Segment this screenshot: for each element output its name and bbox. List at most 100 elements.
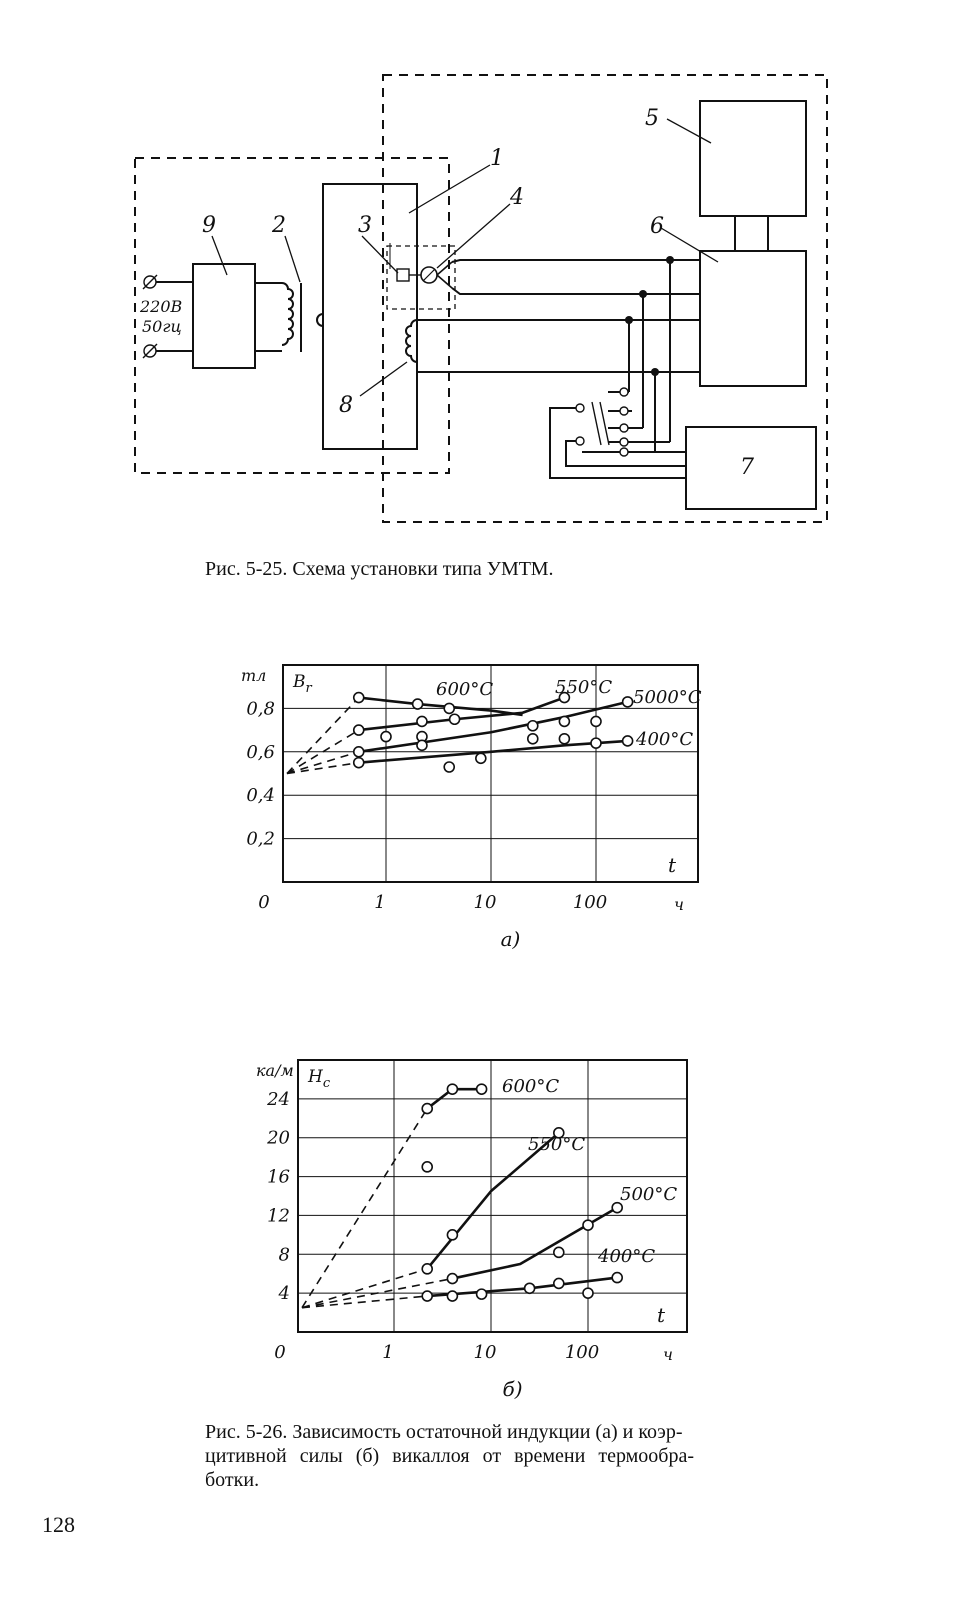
- chart-b-data-point: [475, 1288, 488, 1300]
- right-dashed-enclosure: [382, 74, 828, 523]
- chart-a-data-point: [621, 696, 634, 708]
- figure-5-26-caption-line-2: цитивной силы (б) викаллоя от времени те…: [205, 1445, 695, 1467]
- chart-b-y-tick-label: 4: [278, 1283, 290, 1304]
- chart-a-x-unit: ч: [674, 895, 684, 914]
- block-6: [699, 250, 807, 387]
- chart-a-data-point: [526, 732, 539, 745]
- chart-b-series-label: 600°C: [502, 1076, 559, 1097]
- chart-a-data-point: [411, 698, 424, 710]
- chart-a-x-tick-label: 0: [258, 892, 269, 913]
- chart-b-series-line: [426, 1131, 560, 1270]
- chart-b-x-tick-label: 10: [474, 1342, 497, 1363]
- chart-a-data-point: [558, 715, 571, 728]
- chart-b-data-point: [553, 1246, 565, 1259]
- chart-a-x-tick-label: 100: [573, 892, 607, 913]
- chart-a-data-point: [352, 756, 365, 769]
- chart-b-y-tick-label: 16: [267, 1167, 290, 1188]
- chart-a-data-point: [621, 735, 634, 747]
- chart-a-y-tick-label: 0,6: [246, 742, 275, 763]
- chart-a-y-tick-label: 0,4: [246, 785, 275, 806]
- chart-a-x-tick-label: 1: [374, 892, 385, 913]
- page-number: 128: [42, 1512, 75, 1537]
- chart-b-y-label: Hc: [307, 1067, 331, 1091]
- chart-a-data-point: [590, 715, 602, 728]
- chart-a-data-point: [416, 715, 428, 728]
- figure-5-26-caption-line-1: Рис. 5-26. Зависимость остаточной индукц…: [205, 1421, 683, 1443]
- chart-a-series-dash: [286, 761, 359, 775]
- supply-voltage: 220В: [139, 297, 183, 316]
- label-2: 2: [271, 213, 286, 238]
- chart-b-data-point: [611, 1271, 623, 1284]
- chart-b-data-point: [611, 1201, 623, 1214]
- chart-a-series-label: 550°C: [555, 677, 612, 698]
- chart-b-data-point: [421, 1263, 434, 1275]
- chart-a-data-point: [352, 691, 365, 704]
- chart-a-x-tick-label: 10: [474, 892, 497, 913]
- figure-5-25-caption: Рис. 5-25. Схема установки типа УМТМ.: [205, 558, 554, 580]
- chart-a-data-point: [475, 752, 487, 765]
- furnace-block-1: [322, 183, 418, 450]
- chart-a-y-tick-label: 0,2: [246, 829, 275, 850]
- chart-a-data-point: [448, 713, 461, 726]
- chart-a-series-line: [358, 696, 565, 732]
- chart-a-data-point: [558, 691, 571, 704]
- chart-b-series-label: 550°C: [528, 1134, 585, 1155]
- chart-b-y-tick-label: 8: [279, 1244, 290, 1265]
- block-5: [699, 100, 807, 217]
- chart-b-data-point: [582, 1219, 594, 1231]
- chart-b-x-tick-label: 100: [565, 1342, 599, 1363]
- supply-frequency: 50гц: [142, 317, 182, 336]
- figure-5-26-caption-line-3: ботки.: [205, 1469, 260, 1491]
- chart-b-series-label: 500°C: [620, 1184, 677, 1205]
- chart-b-plot-frame: [297, 1059, 688, 1333]
- chart-a-y-tick-label: 0,8: [246, 698, 275, 719]
- chart-b-data-point: [523, 1282, 536, 1295]
- label-5: 5: [645, 106, 659, 131]
- block-9: [192, 263, 256, 369]
- label-9: 9: [202, 213, 216, 238]
- chart-b-data-point: [475, 1083, 488, 1095]
- chart-a-x-label: t: [668, 853, 677, 877]
- left-dashed-enclosure: [134, 157, 450, 474]
- label-6: 6: [650, 214, 664, 239]
- chart-a-series-label: 400°C: [635, 729, 693, 750]
- chart-b-series-dash: [301, 1295, 428, 1309]
- chart-b-y-tick-label: 12: [267, 1205, 290, 1226]
- chart-b-data-point: [582, 1287, 594, 1299]
- figure-5-26-caption: Рис. 5-26. Зависимость остаточной индукц…: [205, 1420, 917, 1492]
- label-7: 7: [740, 455, 754, 480]
- chart-a-data-point: [558, 732, 571, 745]
- chart-a-data-point: [380, 730, 392, 743]
- chart-a-y-unit: тл: [241, 666, 266, 685]
- chart-b-data-point: [446, 1083, 459, 1095]
- chart-b-series-line: [452, 1206, 618, 1280]
- chart-a-series-dash: [286, 751, 359, 775]
- chart-b-data-point: [446, 1272, 459, 1285]
- chart-b-y-tick-label: 24: [266, 1089, 290, 1110]
- chart-b-data-point: [421, 1102, 434, 1115]
- chart-b-data-point: [421, 1161, 434, 1173]
- label-3: 3: [358, 213, 372, 238]
- chart-b-data-point: [421, 1290, 434, 1302]
- chart-a-series-label: 5000°C: [633, 687, 702, 708]
- chart-b-data-point: [553, 1127, 565, 1139]
- chart-b-series-label: 400°C: [597, 1246, 655, 1267]
- chart-b-data-point: [553, 1277, 565, 1290]
- chart-a-data-point: [443, 702, 456, 715]
- chart-a-data-point: [352, 724, 365, 736]
- chart-a-data-point: [443, 761, 456, 773]
- chart-b-x-label: t: [657, 1303, 666, 1327]
- chart-b-series-dash: [301, 1268, 428, 1309]
- block-7: [685, 426, 817, 510]
- chart-b-panel-label: б): [502, 1377, 522, 1401]
- chart-a-series-label: 600°C: [436, 679, 493, 700]
- label-8: 8: [339, 393, 353, 418]
- chart-b-data-point: [446, 1290, 459, 1302]
- chart-b-data-point: [446, 1229, 459, 1241]
- chart-a-series-dash: [286, 697, 360, 775]
- chart-b-y-tick-label: 20: [266, 1128, 290, 1149]
- chart-b-series-dash: [301, 1108, 428, 1309]
- chart-a-data-point: [416, 739, 428, 752]
